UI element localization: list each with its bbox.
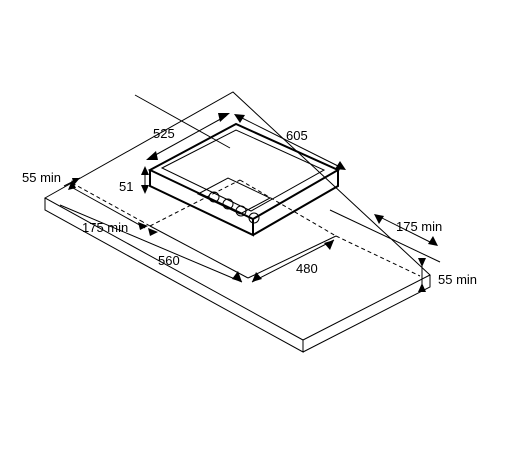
arrowhead-icon	[72, 178, 80, 185]
arrowhead-icon	[418, 283, 426, 292]
arrowhead-icon	[141, 185, 149, 194]
dim-line-cutout-depth	[251, 239, 335, 283]
worktop-front-edge	[44, 198, 304, 353]
arrowhead-icon	[232, 271, 242, 282]
burner-knob-3	[235, 205, 247, 217]
arrowhead-icon	[148, 228, 158, 236]
dimension-labels: 525 605 51 55 min 175 min 560 480 175 mi…	[22, 126, 477, 287]
right-clearance-dashed	[335, 235, 421, 277]
label-left-side-min: 175 min	[82, 220, 128, 235]
worktop	[43, 91, 431, 353]
hob-control-strip	[196, 177, 272, 215]
hob-front-right-side	[252, 170, 339, 236]
arrowhead-icon	[374, 214, 384, 224]
label-rear-min: 55 min	[438, 272, 477, 287]
worktop-right-edge	[302, 275, 431, 353]
arrowhead-icon	[138, 222, 148, 230]
arrowhead-icon	[234, 114, 245, 123]
worktop-top-face	[43, 91, 431, 341]
cutout-right-edge	[247, 235, 337, 279]
arrowhead-icon	[218, 113, 230, 122]
label-cutout-width: 560	[158, 253, 180, 268]
dim-line-cutout-width	[59, 204, 243, 283]
arrowhead-icon	[428, 236, 438, 246]
rear-reference-line	[134, 94, 231, 149]
label-right-side-min: 175 min	[396, 219, 442, 234]
cutout-outline	[149, 179, 337, 279]
label-hob-width: 605	[286, 128, 308, 143]
burner-knob-2	[222, 198, 234, 210]
cutout-front-edge	[149, 225, 249, 279]
dimension-lines	[59, 113, 438, 292]
arrowhead-icon	[68, 180, 76, 190]
arrowhead-icon	[141, 166, 149, 175]
clearance-lines	[71, 182, 421, 277]
cutout-hidden-rear-edge	[239, 179, 337, 237]
dim-line-right-side-min	[377, 215, 435, 245]
burner-knob-4	[248, 212, 260, 224]
hob	[147, 122, 341, 237]
arrowhead-icon	[335, 161, 346, 170]
dim-line-hob-width	[237, 115, 343, 169]
side-clearance-dashed	[142, 221, 151, 227]
hob-front-left-side	[149, 170, 254, 237]
cutout-hidden-left-edge	[149, 179, 241, 227]
label-hob-height: 51	[119, 179, 133, 194]
hob-top-outline	[147, 122, 341, 221]
hob-inner-panel	[160, 129, 326, 212]
right-side-reference-line	[329, 209, 441, 263]
reference-lines	[134, 94, 441, 263]
label-cutout-depth: 480	[296, 261, 318, 276]
arrowhead-icon	[252, 272, 262, 282]
dim-line-hob-depth	[149, 115, 227, 159]
arrowhead-icon	[418, 258, 426, 267]
label-front-min: 55 min	[22, 170, 61, 185]
label-hob-depth: 525	[153, 126, 175, 141]
arrowhead-icon	[324, 240, 334, 250]
dim-line-left-side-min	[72, 187, 146, 229]
burner-knob-1	[208, 191, 220, 203]
arrowhead-icon	[146, 151, 158, 160]
